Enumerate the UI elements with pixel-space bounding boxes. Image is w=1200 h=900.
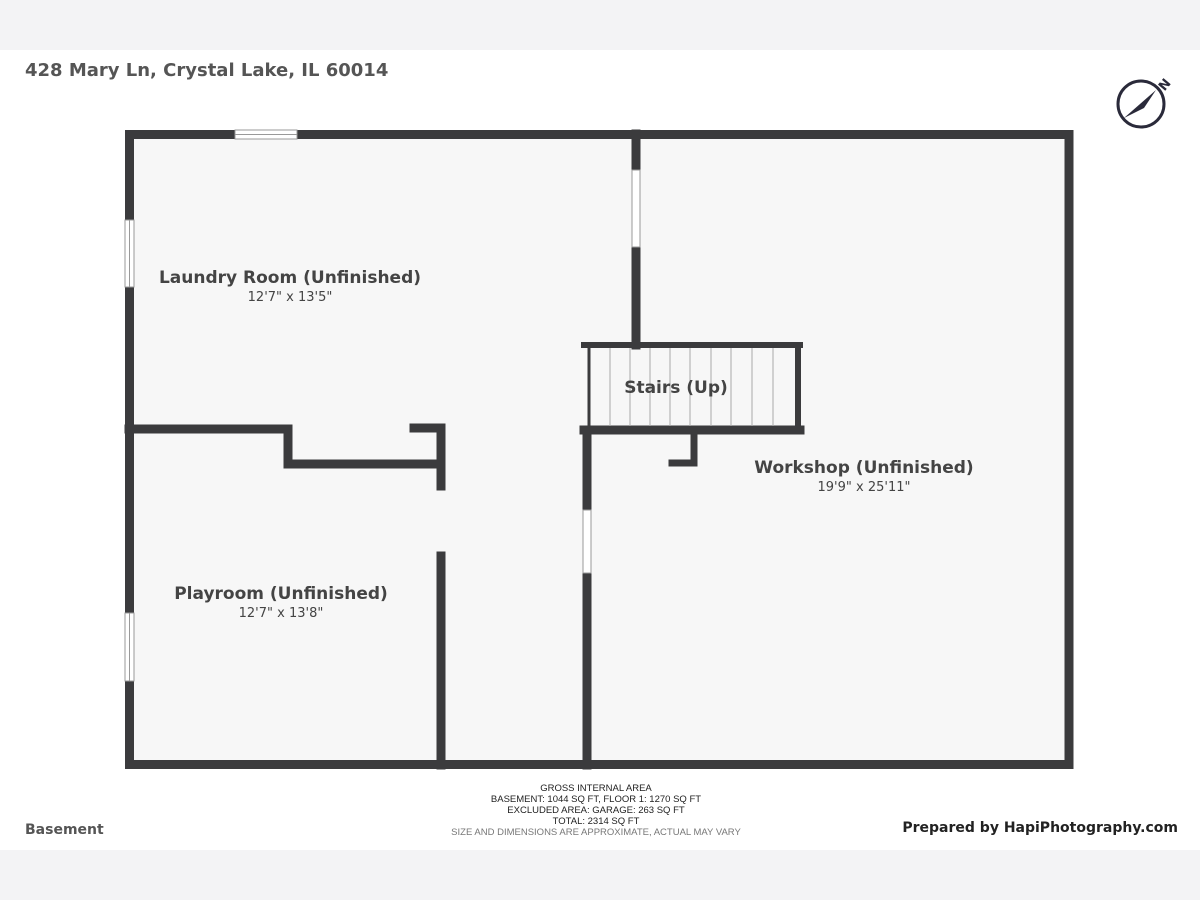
window	[631, 169, 641, 248]
closet-wall	[409, 423, 446, 491]
room-workshop: Workshop (Unfinished) 19'9" x 25'11"	[754, 458, 973, 495]
room-dimensions: 19'9" x 25'11"	[817, 480, 911, 495]
room-dimensions: 12'7" x 13'8"	[238, 606, 324, 621]
stair-treads	[587, 348, 774, 426]
area-summary: GROSS INTERNAL AREA BASEMENT: 1044 SQ FT…	[451, 783, 741, 838]
compass-needle	[1124, 90, 1156, 118]
floor-label: Basement	[25, 822, 104, 838]
room-name: Playroom (Unfinished)	[174, 584, 388, 604]
north-compass-icon: N	[1116, 76, 1175, 129]
window	[582, 509, 592, 574]
room-name: Laundry Room (Unfinished)	[158, 268, 422, 288]
area-title: GROSS INTERNAL AREA	[540, 783, 652, 794]
property-address: 428 Mary Ln, Crystal Lake, IL 60014	[25, 60, 389, 81]
windows	[124, 129, 641, 682]
exterior-wall	[125, 130, 1074, 769]
area-line2: EXCLUDED AREA: GARAGE: 263 SQ FT	[507, 805, 685, 816]
area-total: TOTAL: 2314 SQ FT	[552, 816, 640, 827]
room-name: Workshop (Unfinished)	[754, 458, 974, 478]
area-disclaimer: SIZE AND DIMENSIONS ARE APPROXIMATE, ACT…	[451, 827, 741, 838]
room-dimensions: 12'7" x 13'5"	[247, 290, 333, 305]
stair-stub-wall	[668, 426, 698, 467]
floor-area	[129, 134, 1069, 765]
room-stairs: Stairs (Up)	[624, 378, 728, 398]
room-playroom: Playroom (Unfinished) 12'7" x 13'8"	[174, 584, 388, 621]
prepared-by: Prepared by HapiPhotography.com	[902, 820, 1178, 836]
area-line1: BASEMENT: 1044 SQ FT, FLOOR 1: 1270 SQ F…	[490, 794, 702, 805]
room-name: Stairs (Up)	[624, 378, 728, 398]
walls	[124, 129, 1074, 770]
room-laundry: Laundry Room (Unfinished) 12'7" x 13'5"	[159, 268, 421, 305]
compass-ring	[1116, 79, 1166, 129]
laundry-playroom-wall	[124, 424, 446, 469]
